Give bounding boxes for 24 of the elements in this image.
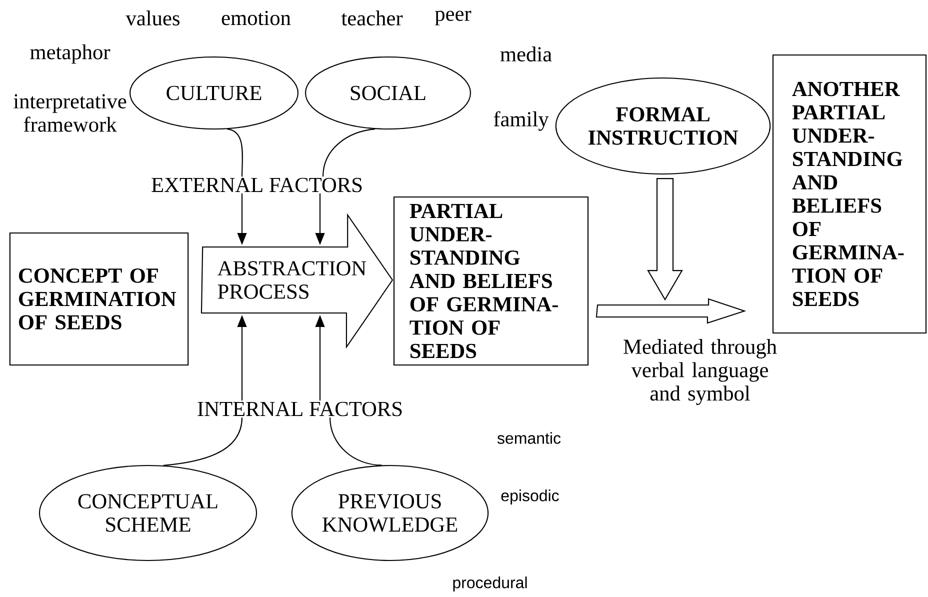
connector-curve bbox=[329, 417, 382, 466]
word-label: semantic bbox=[497, 432, 561, 444]
word-label: peer bbox=[434, 10, 472, 26]
text-box: PARTIAL UNDER- STANDING AND BELIEFS OF GERMINA- TION OF SEEDS bbox=[393, 196, 589, 366]
connector-curve bbox=[163, 417, 243, 466]
edge-label: Mediated through verbal language and symbol bbox=[618, 338, 782, 406]
word-label: procedural bbox=[453, 576, 527, 592]
block-arrow bbox=[596, 298, 746, 324]
word-label: emotion bbox=[222, 10, 291, 26]
word-label: metaphor bbox=[30, 44, 110, 64]
edge-label: ABSTRACTION PROCESS bbox=[217, 261, 366, 299]
block-arrow bbox=[647, 178, 683, 301]
factor-heading: INTERNAL FACTORS bbox=[198, 402, 402, 416]
connector-curve bbox=[227, 128, 243, 177]
text-box: CONCEPT OF GERMINATION OF SEEDS bbox=[9, 232, 189, 366]
word-label: teacher bbox=[341, 10, 403, 26]
factor-heading: EXTERNAL FACTORS bbox=[152, 178, 362, 192]
text-box: ANOTHER PARTIAL UNDER- STANDING AND BELIEFS OF GERMINA- TION OF SEEDS bbox=[772, 54, 927, 334]
word-label: family bbox=[494, 111, 549, 131]
word-label: media bbox=[500, 46, 552, 62]
block-arrow bbox=[200, 213, 394, 349]
connector-curve bbox=[322, 128, 375, 177]
word-label: episodic bbox=[501, 490, 559, 504]
word-label: values bbox=[126, 10, 180, 26]
